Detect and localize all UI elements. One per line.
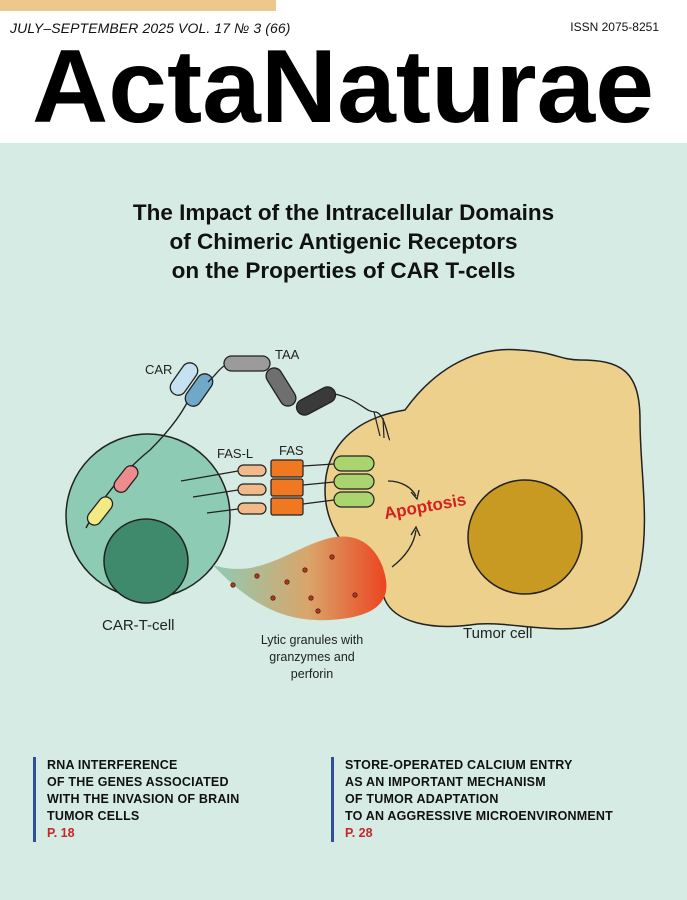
label-granules-2: granzymes and [269,650,355,664]
article-title-line: TUMOR CELLS [47,809,140,823]
label-tumor-cell: Tumor cell [463,625,532,642]
accent-bar [0,0,276,11]
article-title-line: RNA INTERFERENCE [47,758,178,772]
article-title-line: OF TUMOR ADAPTATION [345,792,499,806]
cart-nucleus [103,518,189,604]
car-domain-pink [113,465,139,493]
taa-domain-1 [223,355,271,372]
article-title-line: STORE-OPERATED CALCIUM ENTRY [345,758,573,772]
cover-title: The Impact of the Intracellular Domains … [40,198,647,285]
label-car: CAR [145,362,172,377]
article-page-ref: P. 18 [47,826,75,840]
taa-domain-3 [295,386,337,416]
article-page-ref: P. 28 [345,826,373,840]
journal-logo: ActaNaturae [32,30,654,140]
label-taa: TAA [275,347,300,362]
fas-signaling [180,455,375,516]
issue-line: JULY–SEPTEMBER 2025 VOL. 17 № 3 (66) [10,20,291,36]
article-title-line: TO AN AGGRESSIVE MICROENVIRONMENT [345,809,613,823]
label-granules-3: perforin [291,667,333,681]
taa-domain-2 [265,367,297,407]
issn: ISSN 2075-8251 [570,20,659,34]
label-fas: FAS [279,443,304,458]
label-cart-cell: CAR-T-cell [102,617,175,634]
article-teaser-2[interactable]: STORE-OPERATED CALCIUM ENTRY AS AN IMPOR… [331,757,613,842]
granule-dots [230,554,358,614]
car-domain-yellow [86,496,114,526]
article-title-line: WITH THE INVASION OF BRAIN [47,792,240,806]
logo-text: ActaNaturae [32,30,654,140]
title-line: The Impact of the Intracellular Domains [132,200,555,225]
tumor-nucleus [467,479,583,595]
article-title-line: AS AN IMPORTANT MECHANISM [345,775,546,789]
apoptosis-arrows [387,480,421,568]
article-teaser-1[interactable]: RNA INTERFERENCE OF THE GENES ASSOCIATED… [33,757,239,842]
article-title-line: OF THE GENES ASSOCIATED [47,775,229,789]
title-line: on the Properties of CAR T-cells [171,258,516,283]
label-fasl: FAS-L [217,446,253,461]
masthead: JULY–SEPTEMBER 2025 VOL. 17 № 3 (66) ISS… [0,0,687,143]
label-granules-1: Lytic granules with [261,633,363,647]
car-domain-light [169,362,199,396]
title-line: of Chimeric Antigenic Receptors [169,229,518,254]
car-domain-blue [184,373,214,407]
lytic-granules [213,536,387,621]
car-t-illustration: CAR TAA FAS-L FAS Apoptosis CAR-T-cell T… [65,347,646,681]
